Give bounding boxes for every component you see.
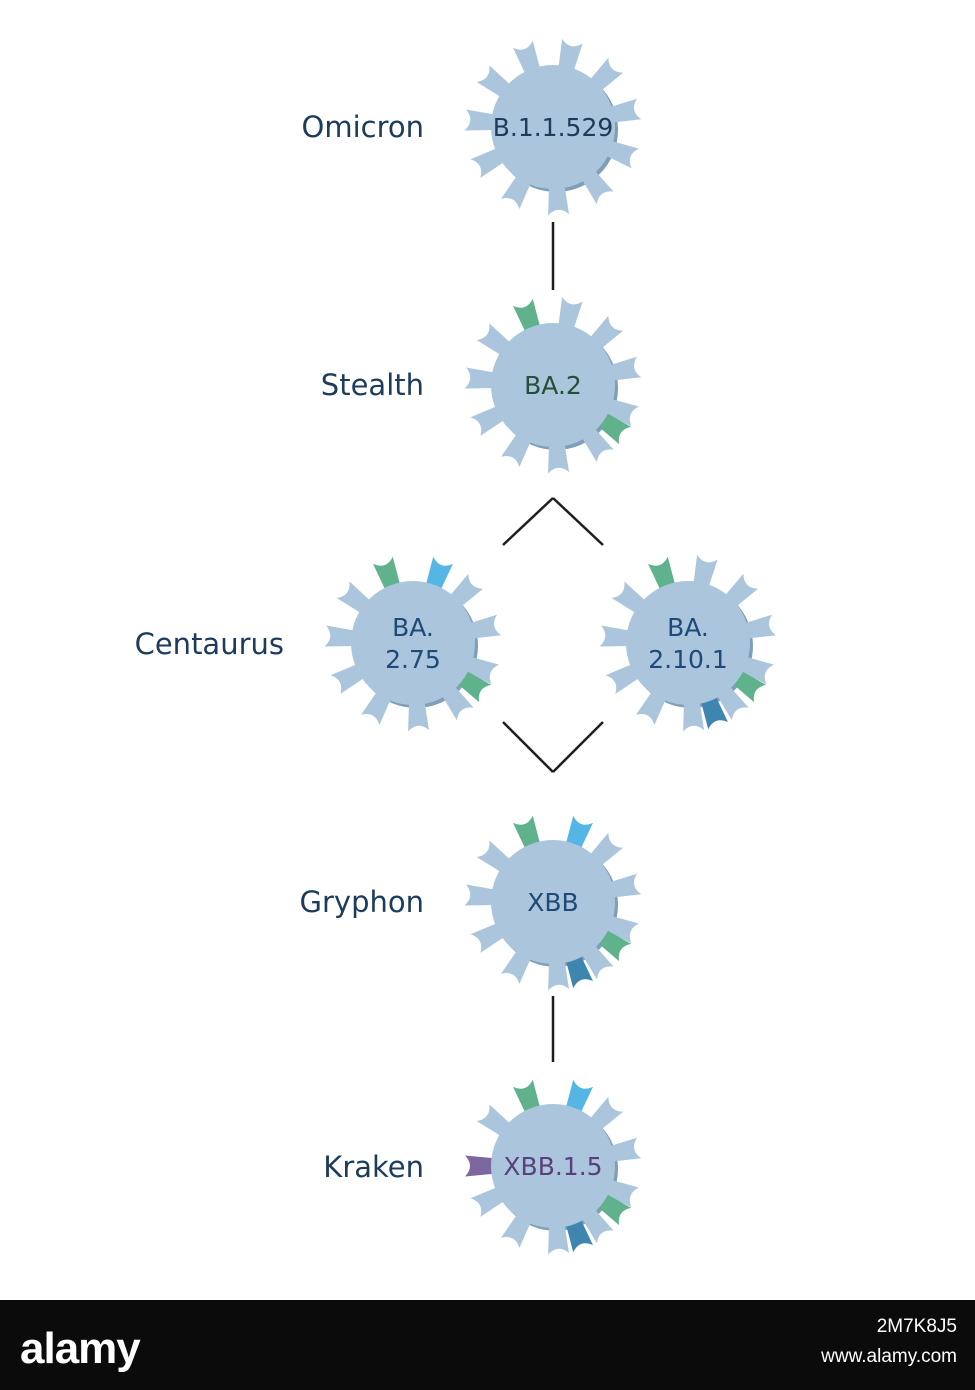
virus-node-5: XBB.1.5	[465, 1080, 641, 1255]
variant-name-centaurus: Centaurus	[135, 627, 284, 661]
virus-node-2: BA. 2.75	[324, 557, 501, 732]
virus-node-1: BA.2	[464, 297, 641, 474]
virus-node-4: XBB	[464, 816, 641, 991]
connector-ba2101-xbb	[553, 722, 603, 772]
watermark-footer: alamy 2M7K8J5 www.alamy.com	[0, 1300, 975, 1390]
variant-lineage-diagram: B.1.1.529BA.2BA.2.75BA.2.10.1XBBXBB.1.5 …	[0, 0, 975, 1300]
connector-stealth-ba2101	[553, 498, 603, 545]
variant-name-kraken: Kraken	[323, 1150, 424, 1184]
virus-node-0: B.1.1.529	[464, 39, 641, 216]
virus-body	[351, 581, 475, 705]
lineage-label-1-0: BA.2	[524, 371, 582, 400]
alamy-logo: alamy	[20, 1324, 140, 1374]
virus-node-3: BA. 2.10.1	[599, 555, 776, 732]
image-id: 2M7K8J5	[821, 1312, 957, 1342]
lineage-label-5-0: XBB.1.5	[503, 1152, 602, 1181]
lineage-label-3-0: BA.	[667, 613, 709, 642]
lineage-label-0-0: B.1.1.529	[493, 113, 614, 142]
lineage-label-3-1: 2.10.1	[648, 645, 728, 674]
variant-name-omicron: Omicron	[302, 110, 425, 144]
virus-body	[626, 581, 750, 705]
lineage-label-4-0: XBB	[527, 888, 578, 917]
variant-name-stealth: Stealth	[321, 368, 424, 402]
site-url: www.alamy.com	[821, 1342, 957, 1372]
lineage-label-2-1: 2.75	[385, 645, 441, 674]
lineage-label-2-0: BA.	[392, 613, 434, 642]
variant-name-gryphon: Gryphon	[300, 885, 424, 919]
connector-stealth-centaurus	[503, 498, 553, 545]
image-id-block: 2M7K8J5 www.alamy.com	[821, 1312, 957, 1372]
connector-centaurus-xbb	[503, 722, 553, 772]
